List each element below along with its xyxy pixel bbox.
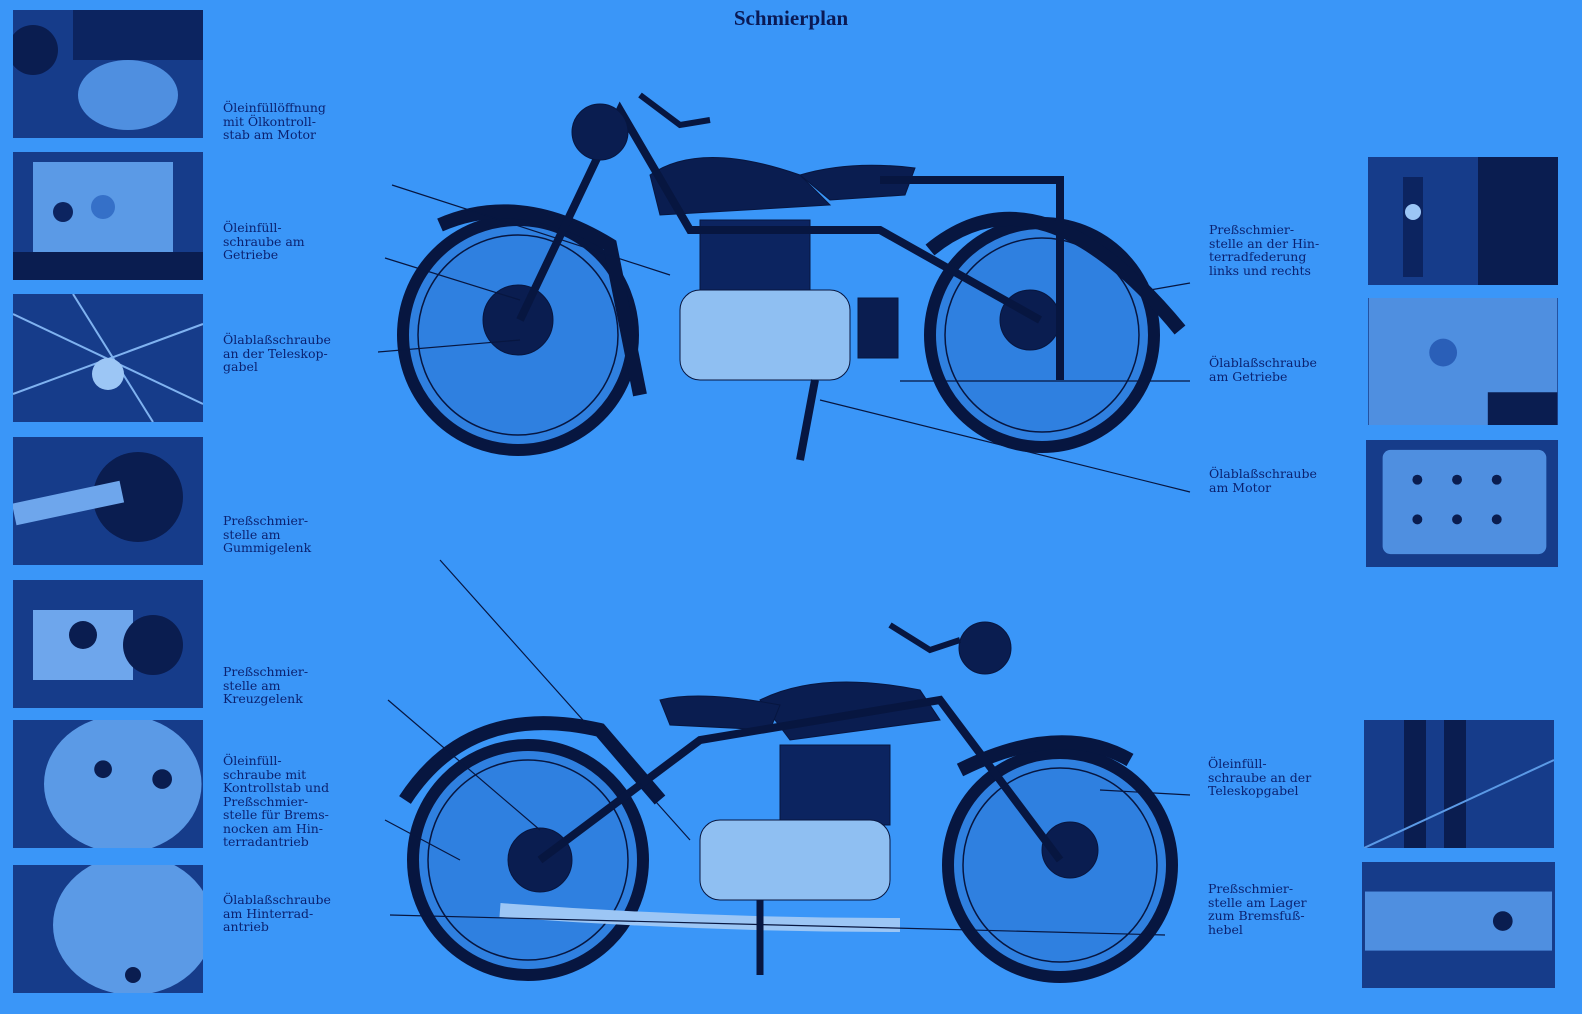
page-title: Schmierplan: [733, 6, 849, 30]
detail-photo-oil-filler-engine: [13, 10, 203, 138]
label-fork-drain: Ölablaßschraube an der Teleskop- gabel: [223, 332, 331, 374]
detail-photo-rear-drive-filler: [13, 720, 203, 848]
motorcycle-left-side: [399, 621, 1178, 983]
label-brake-pedal-bearing: Preßschmier- stelle am Lager zum Bremsfu…: [1208, 881, 1307, 937]
detail-photo-fork-filler: [1364, 720, 1554, 848]
label-oil-filler-engine: Öleinfüllöffnung mit Ölkontroll- stab am…: [223, 100, 326, 142]
label-engine-drain: Ölablaßschraube am Motor: [1209, 466, 1317, 495]
label-rear-drive-filler: Öleinfüll- schraube mit Kontrollstab und…: [223, 753, 330, 849]
label-rubber-joint: Preßschmier- stelle am Gummigelenk: [223, 513, 312, 555]
label-rear-suspension: Preßschmier- stelle an der Hin- terradfe…: [1209, 222, 1320, 278]
detail-photo-fork-drain: [13, 294, 203, 422]
label-gearbox-drain: Ölablaßschraube am Getriebe: [1209, 355, 1317, 384]
motorcycle-right-side: [397, 92, 1186, 461]
detail-photo-rear-suspension: [1368, 157, 1558, 285]
detail-photo-gearbox-drain: [1368, 298, 1558, 425]
detail-photo-rubber-joint: [13, 437, 203, 565]
label-gearbox-filler: Öleinfüll- schraube am Getriebe: [223, 220, 305, 262]
detail-photo-gearbox-filler: [13, 152, 203, 280]
label-fork-filler: Öleinfüll- schraube an der Teleskopgabel: [1208, 756, 1312, 798]
detail-photo-rear-drive-drain: [13, 865, 203, 993]
leader-lines: [377, 184, 1191, 936]
detail-photo-cross-joint: [13, 580, 203, 708]
detail-photo-brake-pedal-bearing: [1362, 862, 1555, 988]
label-cross-joint: Preßschmier- stelle am Kreuzgelenk: [223, 664, 309, 706]
detail-photo-engine-drain: [1366, 440, 1558, 567]
label-rear-drive-drain: Ölablaßschraube am Hinterrad- antrieb: [223, 892, 331, 934]
